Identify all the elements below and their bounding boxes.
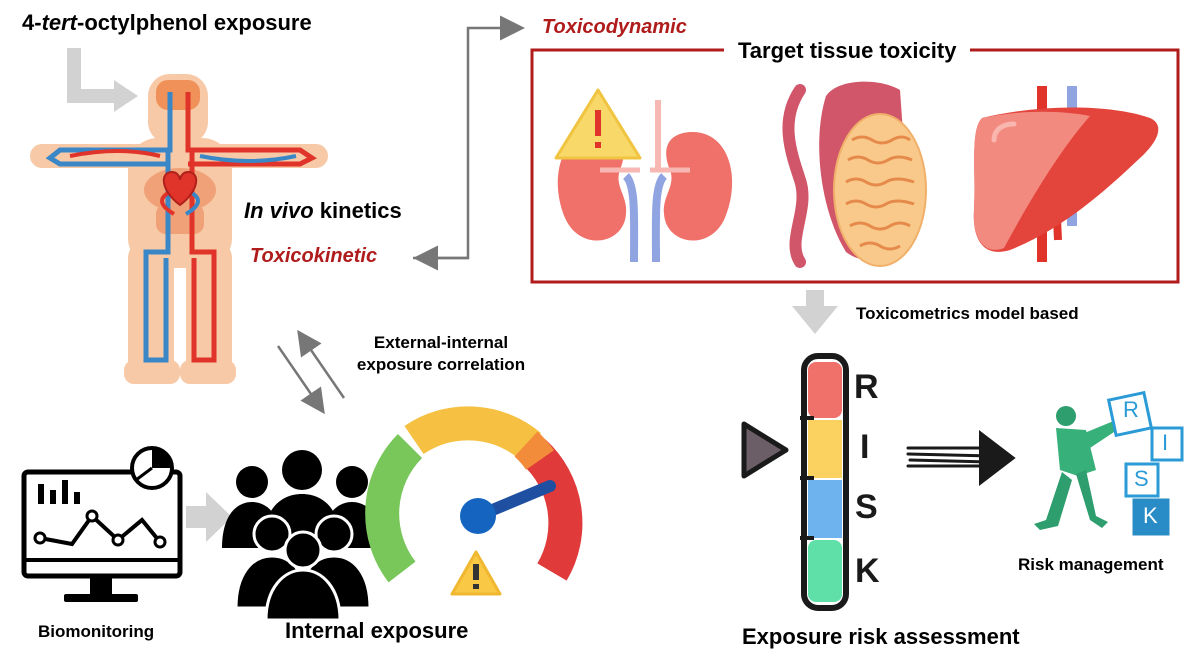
toxicometrics-label: Toxicometrics model based bbox=[856, 304, 1079, 323]
monitor-chart-icon bbox=[21, 446, 183, 602]
correlation-arrow-down bbox=[276, 345, 325, 415]
gauge-icon bbox=[365, 406, 583, 596]
toxicodynamic-label: Toxicodynamic bbox=[542, 16, 687, 38]
correlation-label: External-internal exposure correlation bbox=[356, 333, 526, 374]
risk-letter-k: K bbox=[855, 552, 880, 590]
risk-letter-i: I bbox=[860, 428, 870, 466]
risk-bar-icon bbox=[800, 353, 849, 611]
people-group-icon bbox=[222, 450, 382, 622]
person-blocks-icon bbox=[1034, 390, 1184, 536]
risk-letter-s: S bbox=[855, 488, 878, 526]
testis-icon bbox=[782, 81, 927, 268]
risk-letter-r: R bbox=[854, 368, 879, 406]
human-body-icon bbox=[30, 74, 328, 384]
correlation-arrow-up bbox=[297, 329, 346, 399]
risk-management-label: Risk management bbox=[1018, 555, 1164, 574]
exposure-title: 4-tert-octylphenol exposure bbox=[22, 10, 312, 35]
exposure-arrow bbox=[67, 48, 138, 112]
black-arrow bbox=[906, 429, 1016, 487]
target-tissue-title: Target tissue toxicity bbox=[724, 38, 971, 64]
block-letter-i: I bbox=[1162, 430, 1169, 455]
block-letter-r: R bbox=[1123, 397, 1139, 422]
block-letter-s: S bbox=[1134, 466, 1149, 491]
warning-icon bbox=[554, 88, 642, 160]
tk-td-connector bbox=[413, 15, 525, 260]
play-icon bbox=[741, 421, 789, 479]
down-arrow bbox=[792, 290, 838, 334]
risk-assessment-label: Exposure risk assessment bbox=[742, 624, 1020, 649]
toxicokinetic-label: Toxicokinetic bbox=[250, 245, 378, 267]
block-letter-k: K bbox=[1143, 503, 1158, 528]
biomonitoring-label: Biomonitoring bbox=[38, 622, 155, 641]
internal-exposure-label: Internal exposure bbox=[285, 618, 469, 643]
in-vivo-kinetics-label: In vivo kinetics bbox=[244, 198, 402, 223]
liver-icon bbox=[973, 86, 1159, 262]
monitor-to-people-arrow bbox=[186, 492, 232, 542]
